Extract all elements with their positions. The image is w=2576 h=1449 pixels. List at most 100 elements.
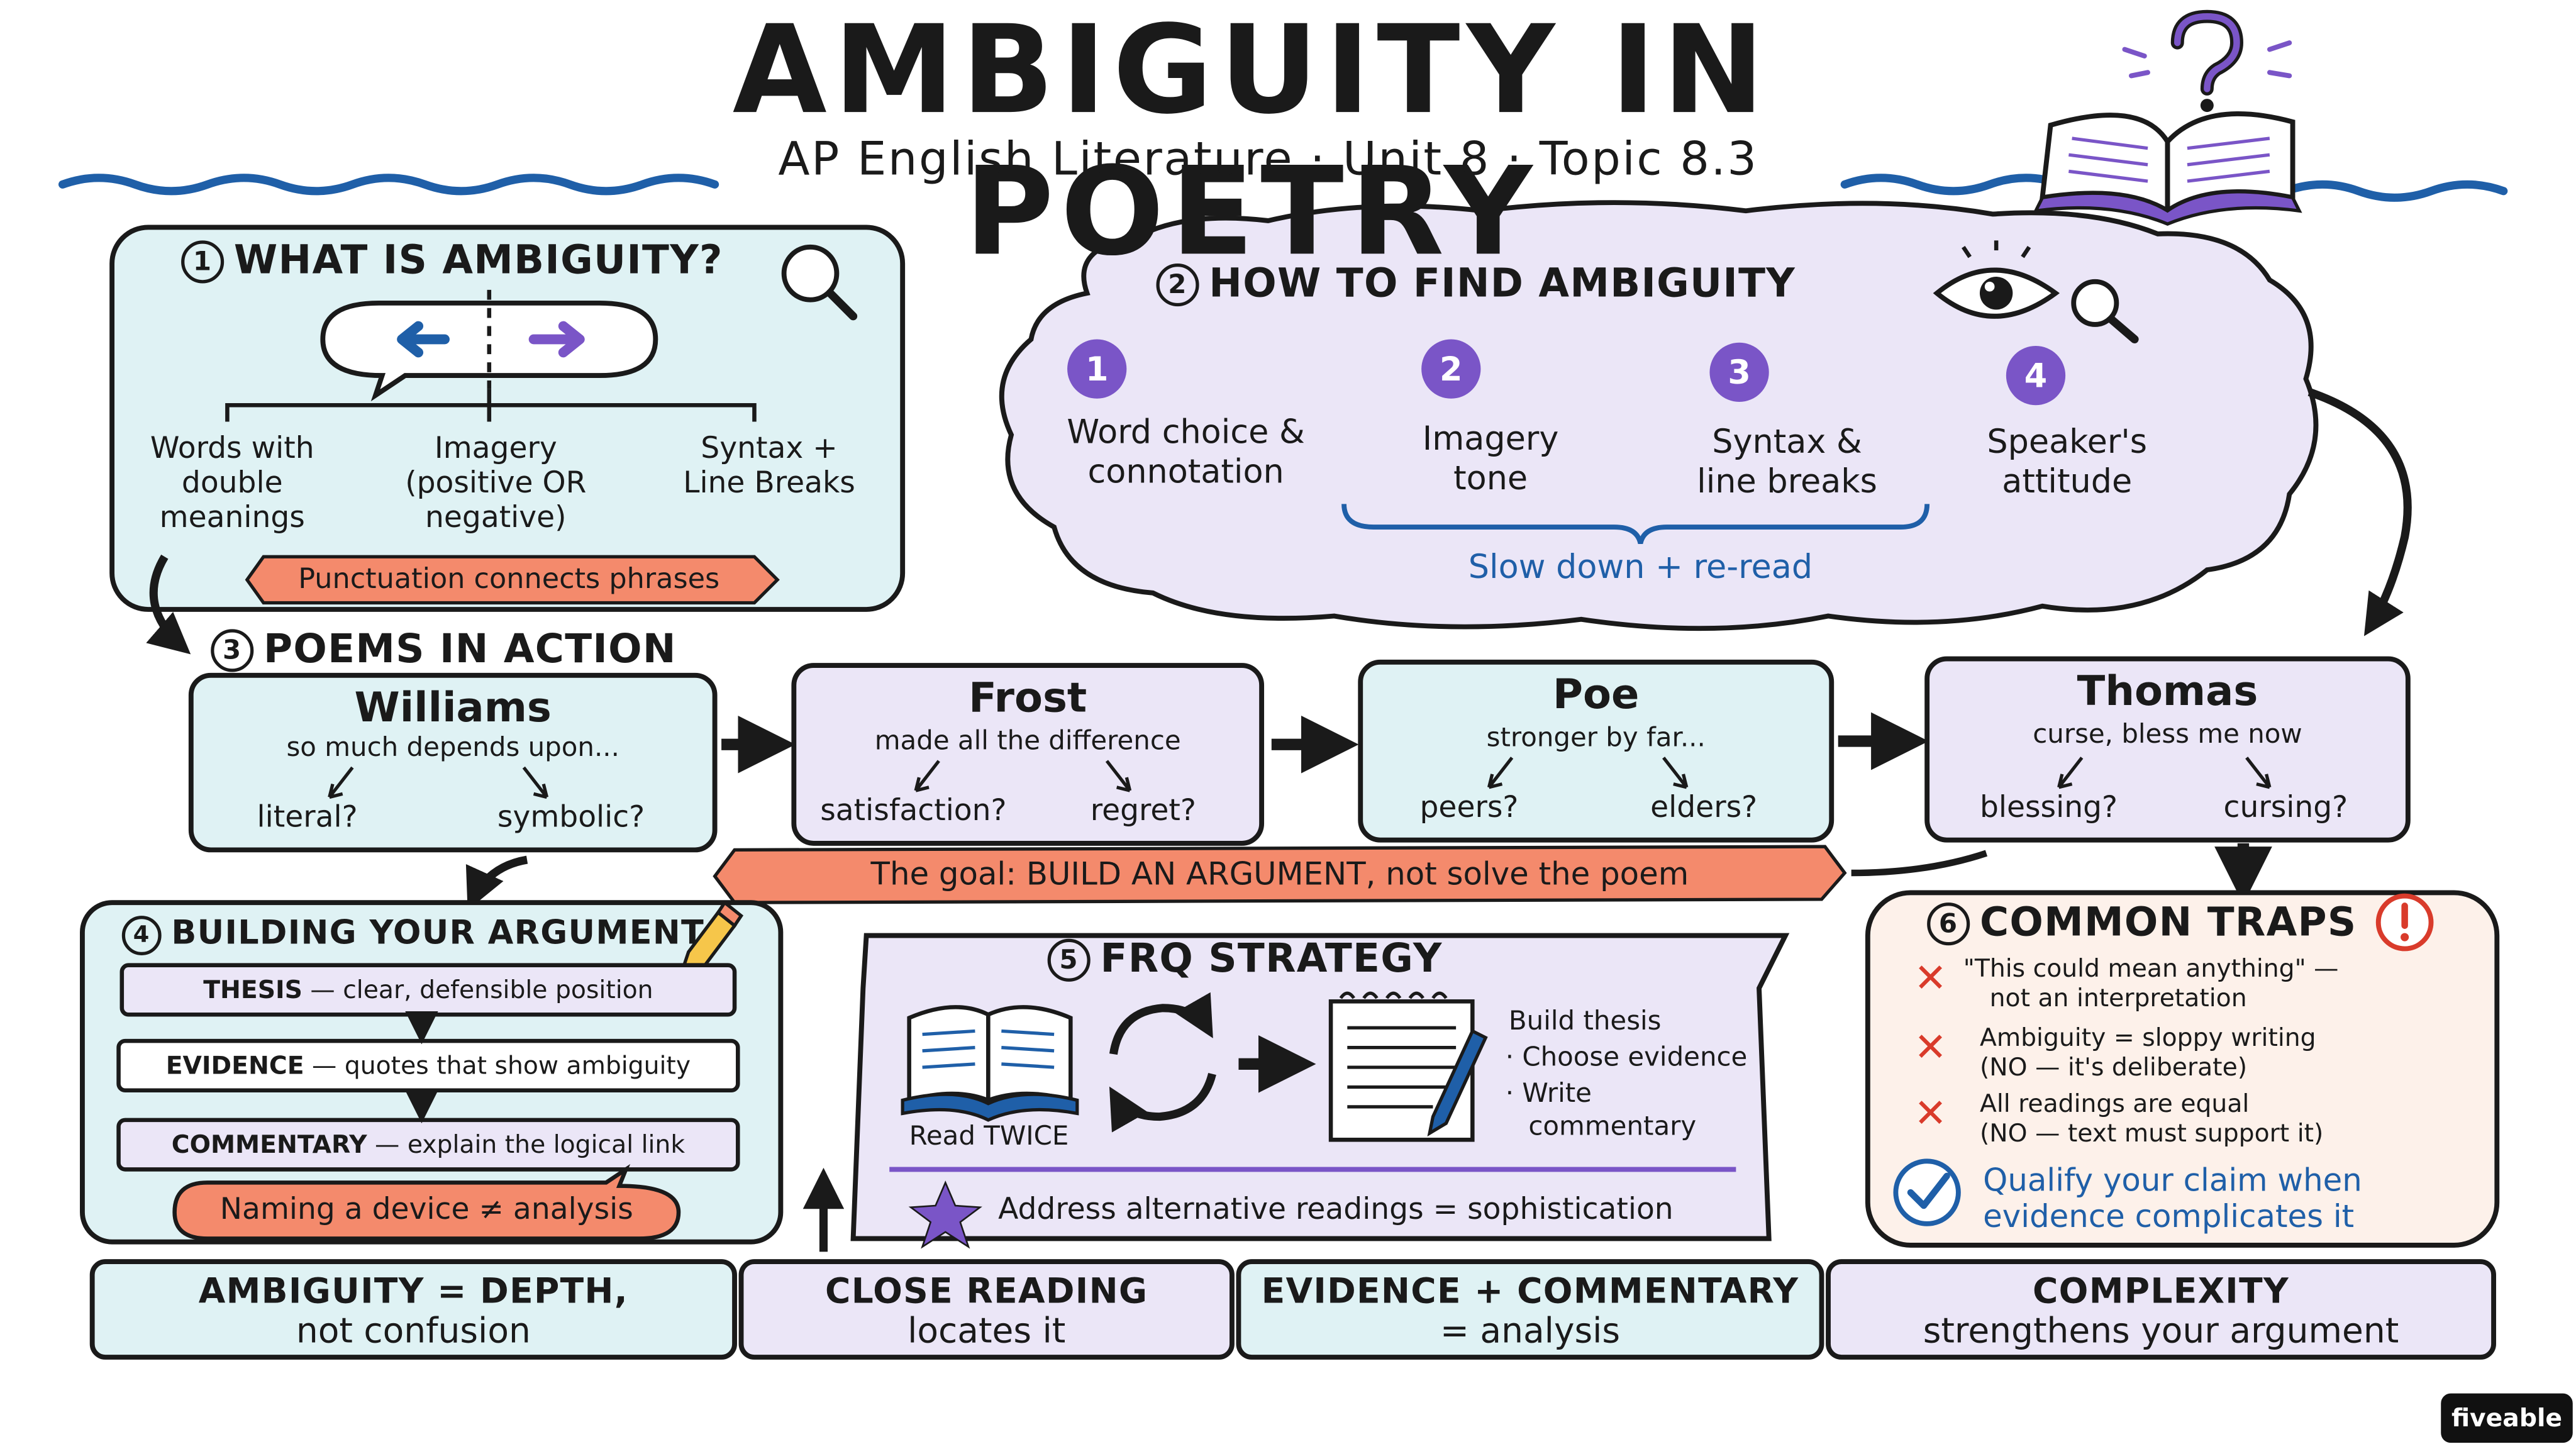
slow-down-label: Slow down + re-read [1468,547,1813,587]
section5-box [850,933,1790,1241]
commentary-text: COMMENTARY — explain the logical link [119,1130,738,1160]
section2-title: HOW TO FIND AMBIGUITY [1209,260,1796,307]
plan-line-1: Build thesis [1508,1004,1662,1036]
title-wave-right [1840,174,2067,196]
section4-title: BUILDING YOUR ARGUMENT [171,912,705,952]
step-label-3: Syntax & line breaks [1697,421,1877,501]
poem-quote-thomas: curse, bless me now [2033,718,2302,750]
notepad-icon [1328,991,1488,1142]
section1-ribbon-text: Punctuation connects phrases [298,563,720,597]
trap-x-icon-3: ✕ [1914,1090,1947,1137]
thesis-desc: — clear, defensible position [302,975,653,1005]
evidence-key: EVIDENCE [165,1050,304,1081]
goal-text: The goal: BUILD AN ARGUMENT, not solve t… [870,856,1689,893]
evidence-desc: — quotes that show ambiguity [304,1050,691,1081]
repeat-cycle-icon [1109,992,1216,1133]
section6-title: COMMON TRAPS [1979,899,2357,946]
poem-quote-frost: made all the difference [874,724,1181,757]
poem-name-williams: Williams [354,683,552,731]
slow-down-bracket [1341,504,1930,545]
trap-3-line-1: All readings are equal [1979,1089,2250,1119]
bottom-1-line-1: AMBIGUITY = DEPTH, [198,1271,628,1311]
section1-title: WHAT IS AMBIGUITY? [233,237,723,284]
poem-option-frost-2: regret? [1090,794,1196,829]
arrow-s1-to-s3 [146,554,191,655]
section3-title: POEMS IN ACTION [264,626,677,672]
poem-option-williams-1: literal? [257,800,358,835]
device-bubble [172,1163,681,1241]
section6-box [1865,890,2500,1248]
plan-line-4: commentary [1528,1110,1697,1141]
poem-name-thomas: Thomas [2077,667,2258,715]
step-number-2: 2 [1440,349,1463,389]
section5-number: 5 [1047,938,1091,982]
magnifier-icon [781,244,858,321]
step-circle-4 [2006,345,2066,406]
title-wave-far-right [2282,180,2508,202]
plan-line-3: · Write [1505,1077,1592,1109]
poem-name-frost: Frost [969,674,1087,722]
page-title: AMBIGUITY IN POETRY [732,0,1772,284]
fiveable-logo: fiveable [2441,1393,2573,1443]
trap-1-line-1: "This could mean anything" — [1963,953,2339,984]
poem-box-williams [188,672,718,853]
thesis-key: THESIS [203,975,303,1005]
read-twice-label: Read TWICE [909,1119,1069,1152]
step-label-1: Word choice & connotation [1067,411,1305,491]
check-circle-icon [1893,1158,1961,1226]
section1-item-1: Words with double meanings [150,431,314,536]
step-number-3: 3 [1728,352,1751,392]
bottom-3-line-2: = analysis [1440,1311,1621,1351]
bottom-box-2 [738,1259,1235,1360]
evidence-text: EVIDENCE — quotes that show ambiguity [119,1051,738,1080]
poem-quote-williams: so much depends upon... [286,731,619,763]
poem-box-poe [1358,659,1835,843]
section1-item-3: Syntax + Line Breaks [683,431,855,501]
trap-x-icon-1: ✕ [1914,955,1947,1002]
poem-fork-arrows [328,757,2272,799]
bottom-1-line-2: not confusion [296,1311,531,1351]
trap-3-line-2: (NO — text must support it) [1979,1118,2324,1148]
goal-ribbon [713,845,1847,904]
step-circle-2 [1421,339,1481,399]
poem-option-poe-1: peers? [1419,791,1519,826]
trap-x-icon-2: ✕ [1914,1024,1947,1071]
bottom-box-3 [1236,1259,1824,1360]
open-book-icon [2033,111,2302,226]
step-label-2: Imagery tone [1422,418,1559,497]
section1-item-2: Imagery (positive OR negative) [405,431,587,536]
trap-1-line-2: not an interpretation [1989,983,2247,1013]
section1-box [109,225,906,612]
page-subtitle: AP English Literature · Unit 8 · Topic 8… [778,131,1758,186]
poem-option-thomas-2: cursing? [2223,791,2348,826]
commentary-key: COMMENTARY [171,1130,367,1160]
bottom-box-4 [1826,1259,2496,1360]
qualify-line-1: Qualify your claim when [1983,1162,2362,1199]
step-number-1: 1 [1085,349,1109,389]
section4-number: 4 [121,914,162,955]
bottom-4-line-2: strengthens your argument [1923,1311,2399,1351]
thesis-text: THESIS — clear, defensible position [122,975,735,1004]
section5-title: FRQ STRATEGY [1100,935,1443,982]
step-label-4: Speaker's attitude [1987,421,2148,501]
poem-quote-poe: stronger by far... [1486,721,1706,753]
qualify-line-2: evidence complicates it [1983,1199,2355,1236]
section5-footer: Address alternative readings = sophistic… [998,1192,1674,1228]
poem-name-poe: Poe [1553,670,1640,718]
arrow-s2-to-thomas [2307,388,2412,636]
step-number-4: 4 [2024,355,2048,396]
star-icon [908,1180,982,1249]
bottom-2-line-1: CLOSE READING [825,1271,1148,1311]
section2-number: 2 [1156,264,1199,307]
plan-line-2: · Choose evidence [1505,1041,1748,1072]
poem-option-poe-2: elders? [1650,791,1758,826]
eye-icon [1933,240,2139,344]
poem-option-williams-2: symbolic? [497,800,645,835]
step-circle-1 [1067,339,1127,399]
bottom-box-1 [89,1259,737,1360]
poem-option-frost-1: satisfaction? [820,794,1007,829]
